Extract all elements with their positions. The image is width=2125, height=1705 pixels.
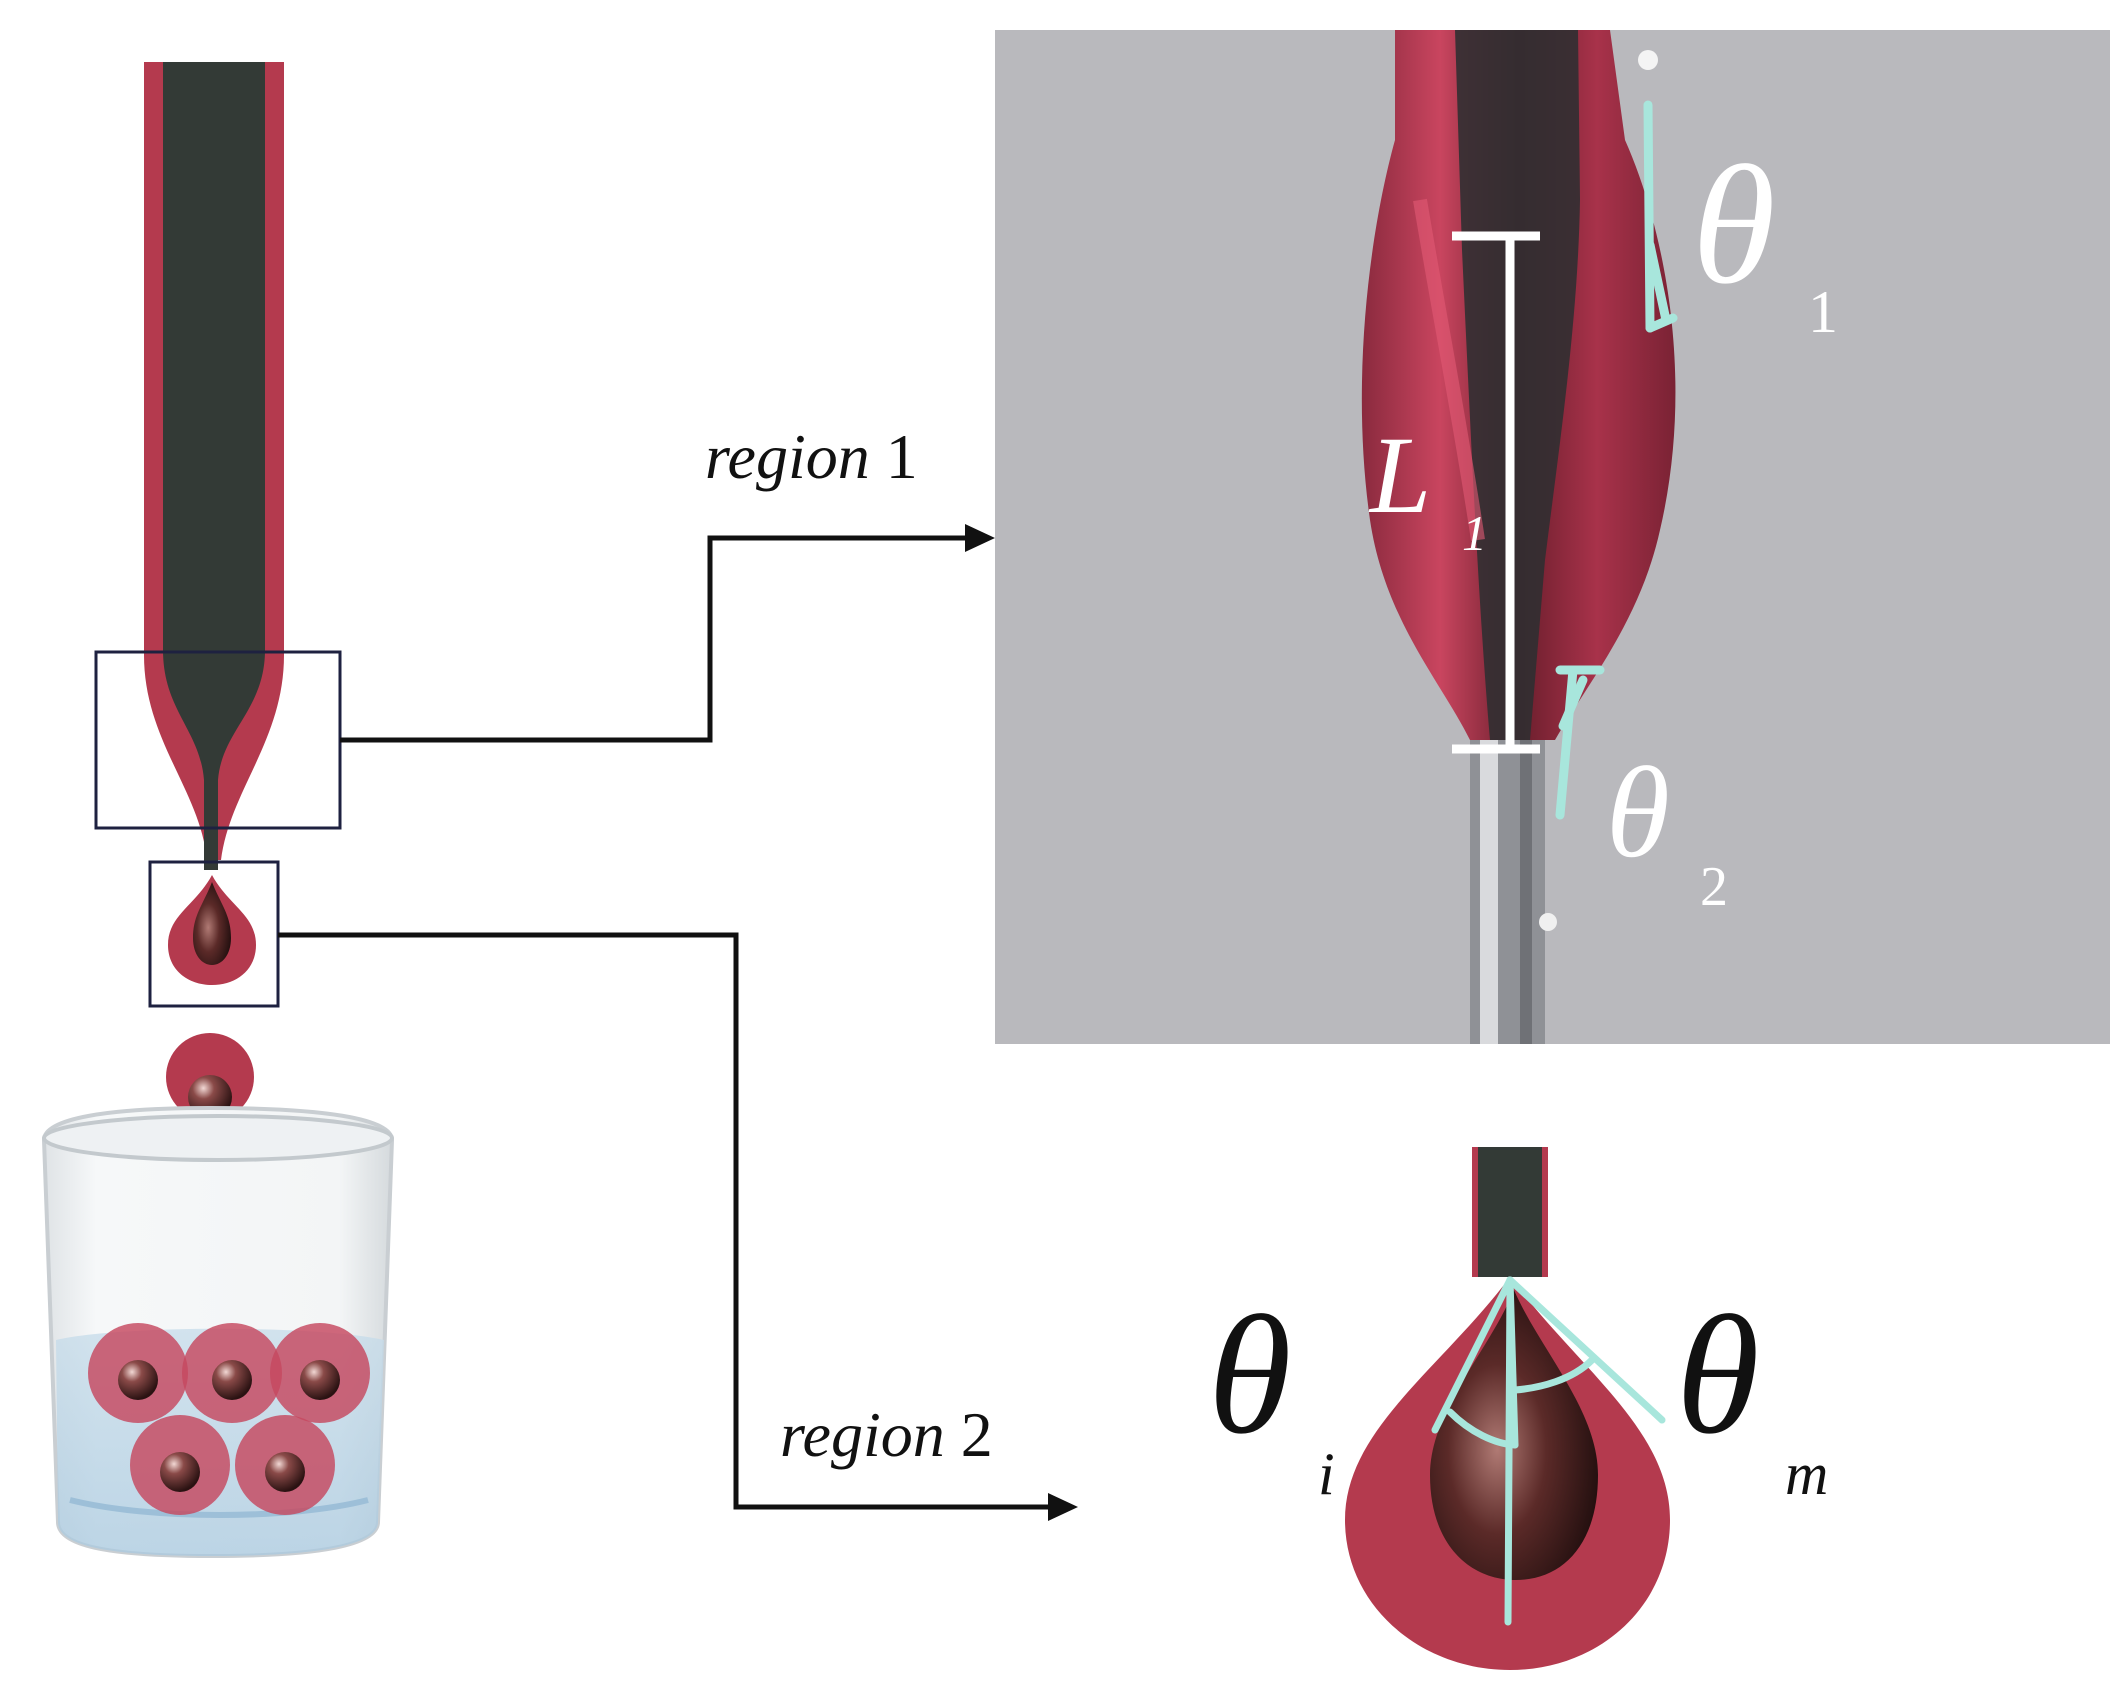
arrow-region1 bbox=[340, 535, 975, 743]
nozzle-schematic bbox=[144, 62, 284, 870]
pendant-droplet-small bbox=[168, 875, 256, 985]
theta-i-subscript: i bbox=[1318, 1441, 1335, 1507]
L1-symbol: L bbox=[1370, 414, 1432, 536]
nozzle-core bbox=[163, 62, 265, 870]
region2-word: region bbox=[780, 1399, 945, 1470]
region1-number: 1 bbox=[885, 421, 918, 492]
theta2-symbol: θ bbox=[1606, 741, 1670, 885]
theta-m-subscript: m bbox=[1785, 1441, 1829, 1507]
theta-m-symbol: θ bbox=[1676, 1281, 1760, 1469]
L1-subscript: 1 bbox=[1462, 505, 1487, 561]
arrowhead-region2 bbox=[1048, 1493, 1078, 1521]
droplet-angle-guides bbox=[1431, 1276, 1666, 1626]
region2-number: 2 bbox=[960, 1399, 993, 1470]
theta-i-symbol: θ bbox=[1208, 1281, 1292, 1469]
beaker bbox=[41, 1105, 395, 1559]
capillary-core bbox=[1478, 1147, 1542, 1277]
arrowhead-region1 bbox=[965, 524, 995, 552]
theta1-subscript: 1 bbox=[1808, 279, 1838, 345]
theta1-symbol: θ bbox=[1692, 131, 1776, 319]
capsules bbox=[88, 1323, 370, 1515]
theta1-guides bbox=[1643, 100, 1678, 333]
region2-droplet-schematic bbox=[1345, 1147, 1670, 1670]
L1-measure-bar bbox=[1452, 231, 1540, 754]
region1-label: region 1 bbox=[705, 420, 918, 494]
region1-photo bbox=[995, 30, 2110, 1044]
theta2-subscript: 2 bbox=[1700, 856, 1728, 918]
region2-label: region 2 bbox=[780, 1398, 993, 1472]
theta2-guides bbox=[1555, 665, 1605, 820]
region1-word: region bbox=[705, 421, 870, 492]
arrow-region2 bbox=[278, 932, 1055, 1510]
